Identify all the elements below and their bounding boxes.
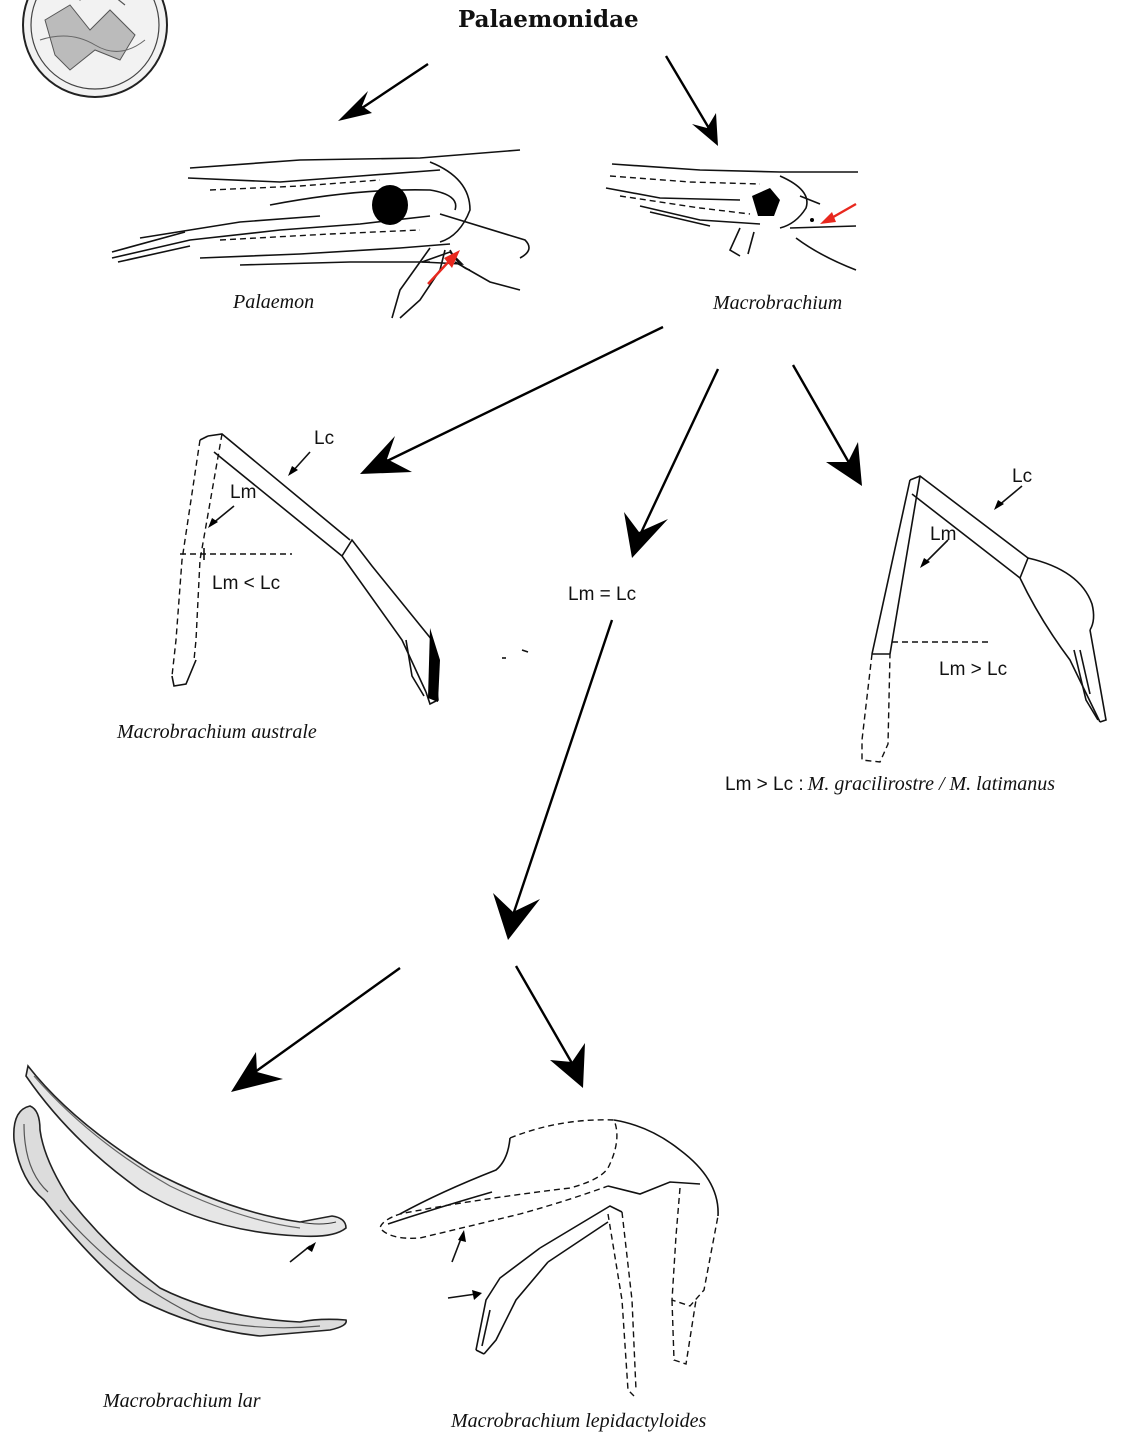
measure-label-lm-equal-lc: Lm = Lc xyxy=(568,584,636,606)
macrobrachium-drawing xyxy=(606,164,858,270)
flow-arrow xyxy=(231,968,400,1092)
lar-claw xyxy=(14,1066,346,1336)
gracilirostre-cheliped xyxy=(862,476,1106,762)
pointer-arrow xyxy=(208,506,234,528)
measure-label-lm: Lm xyxy=(230,482,256,504)
measure-label-lc-right: Lc xyxy=(1012,466,1032,488)
species-names: M. gracilirostre / M. latimanus xyxy=(808,773,1055,795)
seal-logo xyxy=(23,0,167,97)
lepidactyloides-cheliped xyxy=(380,1120,718,1396)
palaemon-drawing xyxy=(112,150,529,318)
pointer-arrow xyxy=(288,452,310,476)
measure-label-lm-greater-lc: Lm > Lc xyxy=(939,659,1007,681)
species-label-gracilirostre: Lm > Lc : M. gracilirostre / M. latimanu… xyxy=(725,773,1055,796)
flow-arrow xyxy=(338,64,428,121)
key-title: Palaemonidae xyxy=(458,6,639,33)
pointer-arrow xyxy=(448,1290,482,1300)
pointer-arrow xyxy=(820,204,856,224)
species-label-lar: Macrobrachium lar xyxy=(103,1390,261,1413)
species-label-australe: Macrobrachium australe xyxy=(117,721,317,744)
flow-arrow xyxy=(624,369,718,558)
pointer-arrow xyxy=(994,486,1022,510)
flow-arrow xyxy=(360,327,663,474)
species-label-lepidactyloides: Macrobrachium lepidactyloides xyxy=(451,1410,706,1433)
measure-label-lc: Lc xyxy=(314,428,334,450)
flow-arrow xyxy=(666,56,718,146)
species-condition: Lm > Lc : xyxy=(725,774,804,795)
genus-label-macrobrachium: Macrobrachium xyxy=(713,292,842,315)
flow-arrow xyxy=(493,620,612,940)
measure-label-lm-less-lc: Lm < Lc xyxy=(212,573,280,595)
measure-label-lm-right: Lm xyxy=(930,524,956,546)
genus-label-palaemon: Palaemon xyxy=(233,291,314,314)
flow-arrow xyxy=(793,365,862,486)
flow-arrow xyxy=(516,966,585,1088)
pointer-arrow xyxy=(290,1242,316,1262)
australe-cheliped xyxy=(172,434,440,704)
pointer-arrow xyxy=(452,1230,466,1262)
